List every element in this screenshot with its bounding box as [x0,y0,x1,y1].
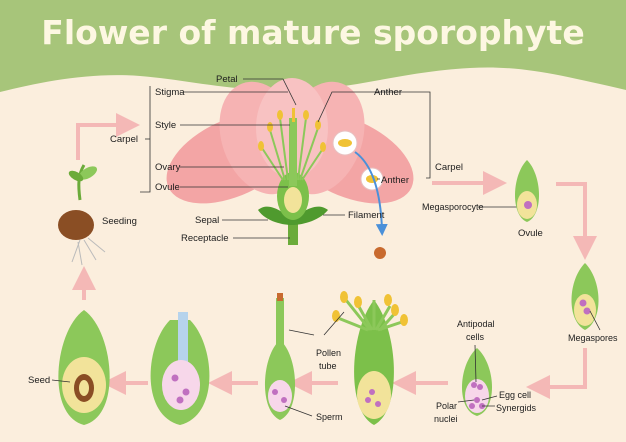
label-seed: Seed [28,375,50,386]
label-pollen-1: Pollen [316,348,341,358]
cycle-arrows [72,113,597,399]
flower-illustration [166,78,414,259]
label-megasporocyte: Megasporocyte [422,202,484,212]
label-style: Style [155,120,176,131]
leader-megaspores [589,310,601,331]
label-antipodal-1: Antipodal [457,319,495,329]
fertilization-illustration [150,312,210,425]
arrow-to-embryo-sac [526,348,587,399]
label-stigma: Stigma [155,87,185,98]
label-sperm: Sperm [316,412,343,422]
pollen-tube-illustration [264,293,296,420]
label-polar-2: nuclei [434,414,458,424]
label-anther-top: Anther [374,87,402,98]
header-band [0,0,626,92]
diagram-title: Flower of mature sporophyte [41,13,584,52]
label-ovary: Ovary [155,162,181,173]
label-petal: Petal [216,74,238,85]
ovule-stage-illustration [514,160,540,222]
arrow-to-flower [76,113,140,160]
label-polar-1: Polar [436,401,457,411]
label-antipodal-2: cells [466,332,485,342]
seedling-illustration [58,164,106,266]
seed-illustration [58,310,110,425]
label-filament: Filament [348,210,385,221]
label-pollen-2: tube [319,361,337,371]
leader-seed [51,379,71,383]
leader-embryo-sac [457,344,498,407]
leader-lines [140,78,520,239]
arrow-to-megaspores [556,182,597,260]
label-carpel-left: Carpel [110,134,138,145]
label-ovule: Ovule [155,182,180,193]
label-ovule-stage: Ovule [518,228,543,239]
label-seeding: Seeding [102,216,137,227]
leader-pollen-sperm [284,311,345,417]
label-anther-side: Anther [381,175,409,186]
label-receptacle: Receptacle [181,233,229,244]
megaspores-illustration [571,263,599,330]
label-sepal: Sepal [195,215,219,226]
pollination-illustration [332,291,408,425]
label-megaspores: Megaspores [568,333,618,343]
label-carpel-right: Carpel [435,162,463,173]
label-synergids: Synergids [496,403,537,413]
label-egg-cell: Egg cell [499,390,531,400]
pollen-grain [374,247,386,259]
